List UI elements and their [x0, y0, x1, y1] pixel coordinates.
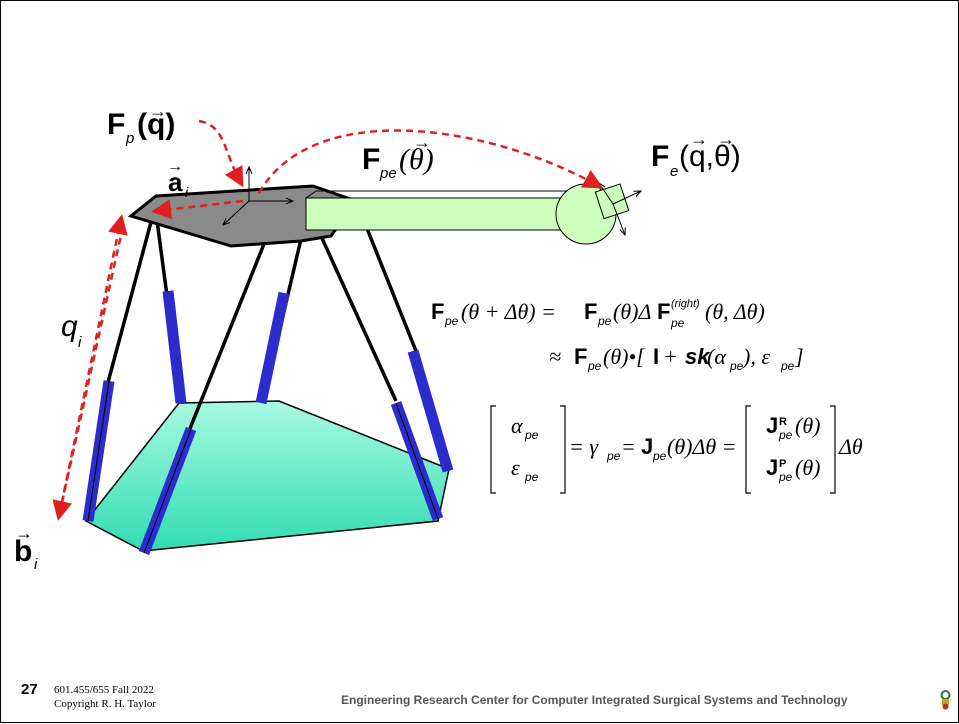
- svg-text:i: i: [34, 556, 38, 573]
- svg-text:F: F: [107, 108, 125, 141]
- svg-text:b: b: [14, 535, 32, 568]
- svg-text:→: →: [149, 101, 167, 121]
- svg-text:pe: pe: [524, 428, 539, 442]
- svg-text:i: i: [185, 184, 189, 200]
- svg-text:pe: pe: [670, 316, 685, 330]
- svg-text:pe: pe: [652, 449, 667, 463]
- svg-text:(q,θ): (q,θ): [679, 140, 741, 173]
- svg-text:→: →: [15, 523, 33, 543]
- svg-text:→: →: [167, 158, 183, 175]
- svg-text:q: q: [61, 310, 78, 343]
- svg-text:i: i: [78, 334, 82, 351]
- equation-3: α pe ε pe = γ pe = J pe (θ)Δθ = J R pe (…: [490, 405, 863, 494]
- footer-center-text: Engineering Research Center for Computer…: [341, 693, 848, 707]
- label-a: a i →: [167, 158, 189, 200]
- svg-text:ε: ε: [511, 455, 520, 480]
- svg-text:pe: pe: [729, 359, 744, 373]
- svg-text:(θ)Δ: (θ)Δ: [613, 299, 651, 324]
- svg-text:(θ): (θ): [795, 455, 820, 480]
- svg-text:J: J: [766, 413, 778, 438]
- base-platform: [84, 400, 450, 552]
- svg-text:(θ): (θ): [399, 143, 434, 176]
- svg-text:(θ + Δθ) =: (θ + Δθ) =: [461, 299, 556, 324]
- svg-text:F: F: [574, 344, 587, 369]
- svg-text:(θ)•[: (θ)•[: [603, 344, 646, 369]
- svg-text:(θ, Δθ): (θ, Δθ): [705, 299, 765, 324]
- dashed-arrows: [52, 119, 604, 521]
- svg-text:), ε: ), ε: [741, 344, 770, 369]
- svg-text:R: R: [779, 416, 787, 428]
- platform-frame-axes: [223, 167, 293, 225]
- svg-text:F: F: [362, 143, 380, 176]
- actuator-4: [255, 291, 290, 405]
- svg-text:+: +: [663, 344, 678, 369]
- svg-text:F: F: [431, 299, 444, 324]
- svg-text:pe: pe: [780, 359, 795, 373]
- label-b: b i →: [14, 523, 38, 573]
- svg-text:F: F: [657, 299, 670, 324]
- svg-text:pe: pe: [606, 449, 621, 463]
- svg-text:]: ]: [794, 344, 804, 369]
- svg-text:pe: pe: [587, 359, 602, 373]
- svg-text:(θ)Δθ =: (θ)Δθ =: [667, 434, 737, 459]
- svg-text:≈: ≈: [549, 344, 561, 369]
- end-effector-arm: [305, 197, 582, 231]
- course-label: 601.455/655 Fall 2022: [54, 684, 154, 696]
- svg-text:=: =: [621, 434, 636, 459]
- equation-2: ≈ F pe (θ)•[ I + sk (α pe ), ε pe ]: [549, 344, 804, 373]
- svg-text:→: →: [717, 129, 735, 149]
- footer-course-info: 601.455/655 Fall 2022 Copyright R. H. Ta…: [54, 683, 156, 711]
- svg-text:e: e: [670, 163, 678, 180]
- svg-text:J: J: [766, 455, 778, 480]
- svg-text:(right): (right): [671, 298, 700, 310]
- actuator-2: [162, 290, 187, 404]
- svg-text:I: I: [653, 344, 659, 369]
- svg-text:pe: pe: [379, 165, 397, 182]
- svg-text:(q): (q): [137, 108, 175, 141]
- label-Fpe: F pe (θ) →: [362, 132, 434, 182]
- svg-text:α: α: [511, 413, 523, 438]
- svg-text:J: J: [641, 434, 653, 459]
- label-Fp: F p (q) →: [107, 101, 175, 147]
- svg-text:(θ): (θ): [795, 413, 820, 438]
- svg-text:a: a: [168, 167, 183, 197]
- svg-text:(α: (α: [707, 344, 726, 369]
- actuator-6: [407, 349, 454, 473]
- svg-text:→: →: [690, 129, 708, 149]
- svg-text:pe: pe: [524, 470, 539, 484]
- svg-text:P: P: [779, 458, 786, 470]
- svg-text:pe: pe: [778, 470, 793, 484]
- svg-text:sk: sk: [685, 344, 711, 369]
- cisst-logo-icon: [939, 690, 952, 710]
- label-Fe: F e (q,θ) → →: [651, 129, 741, 180]
- svg-text:F: F: [651, 140, 669, 173]
- svg-text:F: F: [584, 299, 597, 324]
- tool-frame: [594, 183, 630, 220]
- svg-text:pe: pe: [778, 428, 793, 442]
- svg-text:→: →: [413, 132, 431, 152]
- svg-text:pe: pe: [444, 314, 459, 328]
- svg-text:Δθ: Δθ: [838, 434, 863, 459]
- slide-number: 27: [21, 681, 38, 698]
- svg-text:= γ: = γ: [569, 434, 599, 459]
- svg-text:p: p: [125, 130, 134, 147]
- top-platform: [127, 184, 359, 248]
- copyright-label: Copyright R. H. Taylor: [54, 698, 156, 710]
- equation-1: F pe (θ + Δθ) = F pe (θ)Δ F pe (right) (…: [431, 298, 765, 330]
- label-q: q i: [61, 310, 82, 351]
- svg-text:pe: pe: [597, 314, 612, 328]
